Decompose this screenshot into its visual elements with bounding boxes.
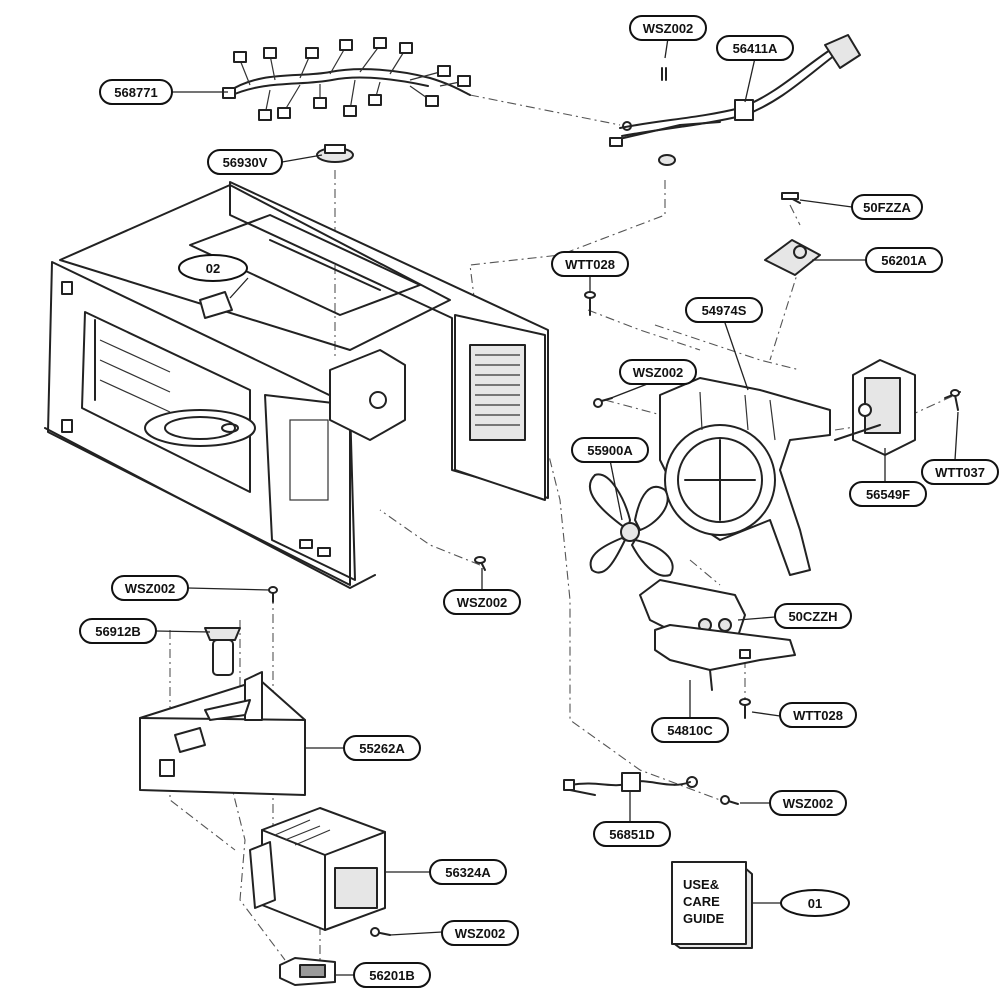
- callout-568771: 568771: [99, 79, 173, 105]
- callout-56851D: 56851D: [593, 821, 671, 847]
- svg-text:54810C: 54810C: [667, 723, 713, 738]
- callout-56411A: 56411A: [716, 35, 794, 61]
- svg-text:54974S: 54974S: [702, 303, 747, 318]
- svg-text:WTT037: WTT037: [935, 465, 985, 480]
- callout-54974S: 54974S: [685, 297, 763, 323]
- callout-54810C: 54810C: [651, 717, 729, 743]
- fan-duct-54974S: [659, 377, 831, 576]
- callout-50FZZA: 50FZZA: [851, 194, 923, 220]
- callout-wsz002-bottom: WSZ002: [441, 920, 519, 946]
- callout-56930V: 56930V: [207, 149, 283, 175]
- latch-board-55262A: [139, 671, 306, 796]
- use-care-guide-01: USE& CARE GUIDE: [671, 861, 753, 949]
- thermal-cutout-56930V: [316, 144, 354, 163]
- callout-wsz002-mid: WSZ002: [619, 359, 697, 385]
- callout-56201A: 56201A: [865, 247, 943, 273]
- callout-55262A: 55262A: [343, 735, 421, 761]
- switch-56912B: [204, 627, 241, 676]
- guide-line-2: CARE: [683, 894, 720, 909]
- callout-wsz002-left: WSZ002: [111, 575, 189, 601]
- svg-text:50CZZH: 50CZZH: [788, 609, 837, 624]
- svg-text:WSZ002: WSZ002: [455, 926, 506, 941]
- callout-02: 02: [178, 254, 248, 282]
- leader-lines: [155, 37, 959, 976]
- svg-text:50FZZA: 50FZZA: [863, 200, 911, 215]
- svg-text:01: 01: [808, 896, 822, 911]
- svg-text:56912B: 56912B: [95, 624, 141, 639]
- callout-wsz002-top: WSZ002: [629, 15, 707, 41]
- callout-55900A: 55900A: [571, 437, 649, 463]
- svg-text:WSZ002: WSZ002: [125, 581, 176, 596]
- svg-text:55262A: 55262A: [359, 741, 405, 756]
- svg-text:02: 02: [206, 261, 220, 276]
- svg-text:55900A: 55900A: [587, 443, 633, 458]
- svg-text:WSZ002: WSZ002: [457, 595, 508, 610]
- fan-motor-56549F: [834, 359, 961, 456]
- noise-filter-56201A: [764, 192, 821, 276]
- svg-text:56851D: 56851D: [609, 827, 655, 842]
- fuse-harness-56851D: [563, 772, 698, 796]
- magnetron-56324A: [249, 807, 386, 931]
- svg-text:568771: 568771: [114, 85, 157, 100]
- oven-cavity-02: [44, 181, 549, 589]
- svg-text:WSZ002: WSZ002: [783, 796, 834, 811]
- svg-text:56201A: 56201A: [881, 253, 927, 268]
- power-cord-56411A: [609, 34, 861, 166]
- svg-text:WTT028: WTT028: [793, 708, 843, 723]
- callout-56201B: 56201B: [353, 962, 431, 988]
- guide-line-1: USE&: [683, 877, 719, 892]
- svg-text:56930V: 56930V: [223, 155, 268, 170]
- svg-text:WSZ002: WSZ002: [643, 21, 694, 36]
- svg-text:56201B: 56201B: [369, 968, 415, 983]
- callout-wsz002-center: WSZ002: [443, 589, 521, 615]
- capacitor-bracket-54810C: [654, 624, 796, 691]
- callout-wtt037: WTT037: [921, 459, 999, 485]
- wire-harness-568771: [222, 37, 471, 121]
- connector-56201B: [279, 957, 336, 986]
- callout-56549F: 56549F: [849, 481, 927, 507]
- callouts: 568771 56930V 02 WSZ002 56411A 50FZZA 56…: [79, 15, 999, 988]
- callout-wtt028-top: WTT028: [551, 251, 629, 277]
- svg-text:56324A: 56324A: [445, 865, 491, 880]
- svg-text:56411A: 56411A: [733, 41, 778, 56]
- callout-wsz002-right: WSZ002: [769, 790, 847, 816]
- fan-blade-55900A: [588, 473, 674, 577]
- svg-text:56549F: 56549F: [866, 487, 910, 502]
- svg-text:WTT028: WTT028: [565, 257, 615, 272]
- guide-line-3: GUIDE: [683, 911, 725, 926]
- callout-56324A: 56324A: [429, 859, 507, 885]
- callout-wtt028-bottom: WTT028: [779, 702, 857, 728]
- callout-56912B: 56912B: [79, 618, 157, 644]
- callout-50CZZH: 50CZZH: [774, 603, 852, 629]
- svg-text:WSZ002: WSZ002: [633, 365, 684, 380]
- callout-01: 01: [780, 889, 850, 917]
